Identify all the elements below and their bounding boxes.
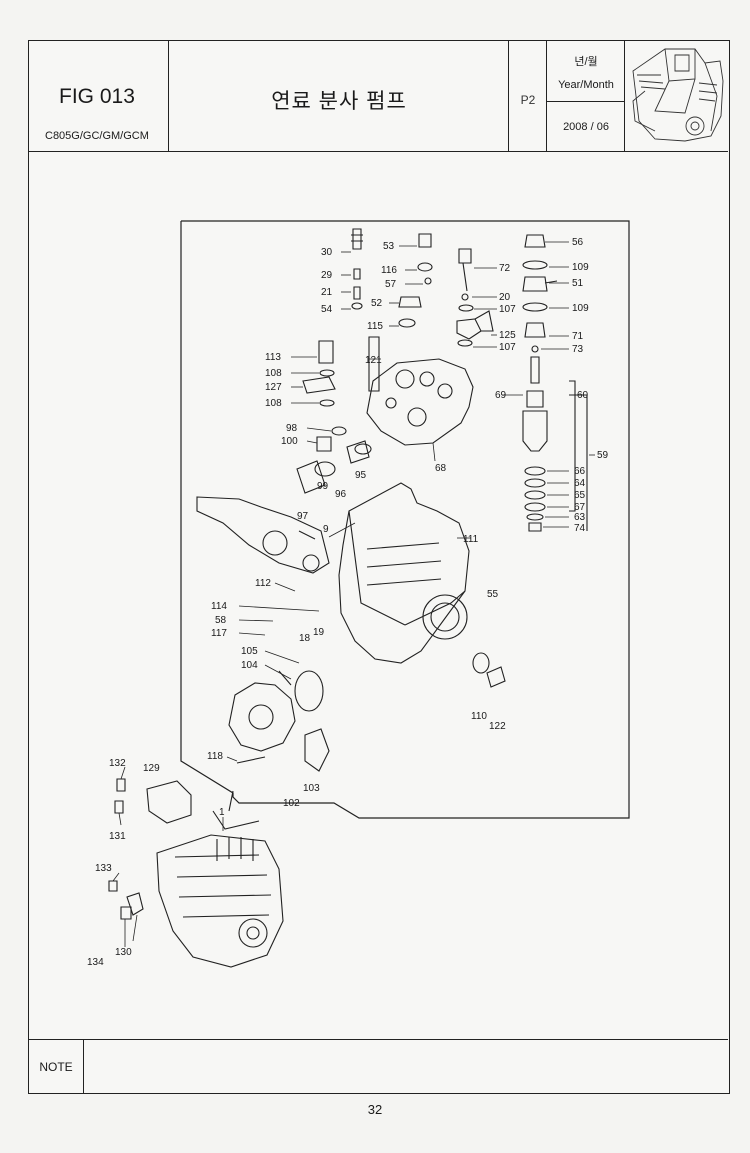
part-label: 109 — [572, 262, 589, 273]
page-label: P2 — [520, 93, 536, 107]
model-code: C805G/GC/GM/GCM — [45, 130, 149, 142]
part-label: 107 — [499, 304, 516, 315]
part-label: 133 — [95, 863, 112, 874]
part-label: 74 — [574, 523, 586, 534]
note-label: NOTE — [29, 1040, 84, 1093]
part-label: 117 — [211, 628, 227, 639]
part-label: 18 — [299, 633, 311, 644]
part-label: 107 — [499, 342, 516, 353]
part-label: 63 — [574, 512, 586, 523]
exploded-parts-diagram: 30 29 21 54 53 116 57 52 115 72 20 107 1… — [29, 151, 728, 1039]
part-label: 59 — [597, 450, 609, 461]
assembly-frame — [180, 220, 630, 819]
part-label: 125 — [499, 330, 516, 341]
date-heading: 년/월 Year/Month — [547, 41, 625, 102]
part-label: 58 — [215, 615, 227, 626]
page-title: 연료 분사 펌프 — [271, 90, 407, 113]
machine-thumbnail — [625, 41, 728, 151]
part-label: 55 — [487, 589, 499, 600]
parts-sheet: FIG 013 C805G/GC/GM/GCM 연료 분사 펌프 P2 년/월 … — [28, 40, 730, 1094]
part-label: 104 — [241, 660, 258, 671]
part-label: 134 — [87, 957, 104, 968]
part-label: 109 — [572, 303, 589, 314]
page-number: 32 — [367, 1102, 383, 1117]
part-label: 95 — [355, 470, 367, 481]
title-cell: 연료 분사 펌프 — [169, 41, 509, 151]
part-label: 60 — [577, 390, 589, 401]
part-label: 56 — [572, 237, 584, 248]
sheet-header: FIG 013 C805G/GC/GM/GCM 연료 분사 펌프 P2 년/월 … — [29, 41, 728, 152]
year-month-english: Year/Month — [558, 79, 614, 91]
part-label: 54 — [321, 304, 333, 315]
part-label: 19 — [313, 627, 325, 638]
part-label: 113 — [265, 352, 281, 363]
part-label: 96 — [335, 489, 347, 500]
part-label: 51 — [572, 278, 584, 289]
part-label: 53 — [383, 241, 395, 252]
part-label: 108 — [265, 368, 282, 379]
part-label: 29 — [321, 270, 333, 281]
part-label: 71 — [572, 331, 584, 342]
part-label: 127 — [265, 382, 282, 393]
date-value: 2008 / 06 — [563, 121, 609, 133]
part-label: 66 — [574, 466, 586, 477]
figure-cell: FIG 013 C805G/GC/GM/GCM — [29, 41, 169, 151]
part-label: 122 — [489, 721, 506, 732]
part-label: 114 — [211, 601, 227, 612]
part-label: 98 — [286, 423, 298, 434]
part-label: 102 — [283, 798, 300, 809]
figure-number: FIG 013 — [59, 85, 135, 108]
date-cell: 년/월 Year/Month 2008 / 06 — [547, 41, 625, 151]
part-label: 110 — [471, 711, 487, 722]
part-label: 52 — [371, 298, 383, 309]
part-label: 9 — [323, 524, 329, 535]
part-label: 121 — [365, 355, 382, 366]
part-label: 131 — [109, 831, 126, 842]
part-label: 1 — [219, 807, 225, 818]
part-label: 116 — [381, 265, 397, 276]
part-label: 69 — [495, 390, 507, 401]
part-label: 20 — [499, 292, 511, 303]
fuel-injection-pump-drawing: 30 29 21 54 53 116 57 52 115 72 20 107 1… — [87, 220, 630, 968]
part-label: 73 — [572, 344, 584, 355]
page-cell: P2 — [509, 41, 547, 151]
part-label: 100 — [281, 436, 298, 447]
note-row: NOTE — [29, 1039, 728, 1093]
part-label: 67 — [574, 502, 586, 513]
part-label: 65 — [574, 490, 586, 501]
part-label: 21 — [321, 287, 333, 298]
part-label: 108 — [265, 398, 282, 409]
part-label: 97 — [297, 511, 309, 522]
part-label: 99 — [317, 481, 329, 492]
part-label: 103 — [303, 783, 320, 794]
part-label: 115 — [367, 321, 383, 332]
part-label: 118 — [207, 751, 223, 762]
combine-harvester-image — [632, 48, 724, 142]
part-label: 64 — [574, 478, 586, 489]
part-label: 30 — [321, 247, 333, 258]
part-label: 132 — [109, 758, 126, 769]
part-label: 105 — [241, 646, 258, 657]
part-label: 130 — [115, 947, 132, 958]
part-label: 111 — [463, 534, 479, 545]
year-month-korean: 년/월 — [574, 56, 598, 68]
part-label: 72 — [499, 263, 511, 274]
part-label: 112 — [255, 578, 271, 589]
part-label: 129 — [143, 763, 160, 774]
part-label: 57 — [385, 279, 397, 290]
part-label: 68 — [435, 463, 447, 474]
